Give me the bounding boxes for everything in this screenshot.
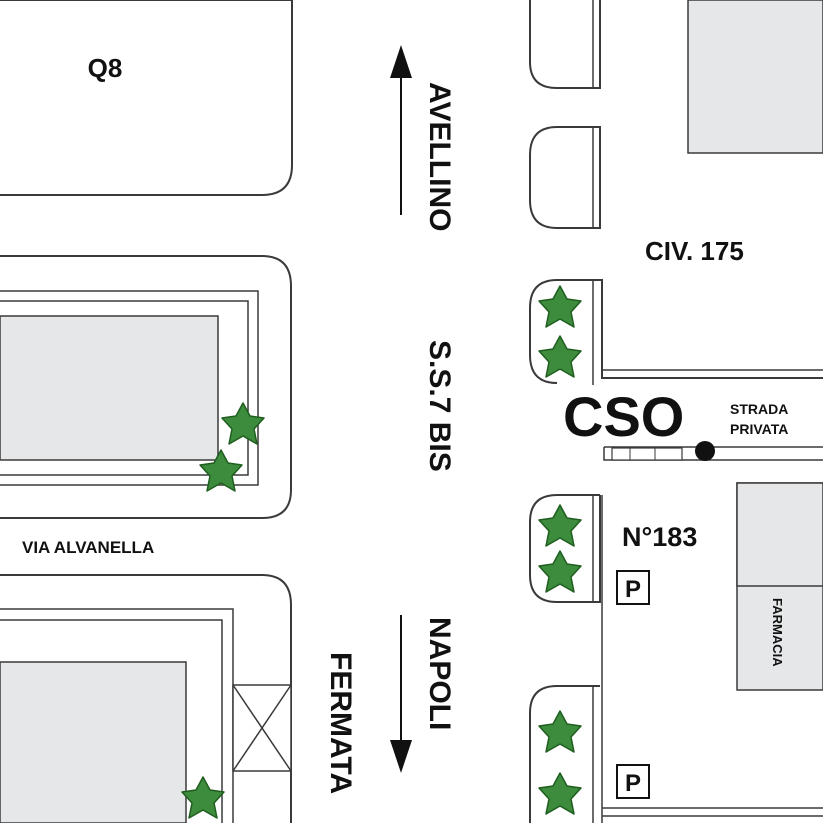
tree-icon bbox=[538, 772, 582, 815]
tree-icon bbox=[538, 285, 582, 328]
label-via-alvanella: VIA ALVANELLA bbox=[22, 538, 154, 557]
block-middle-left bbox=[0, 255, 292, 519]
label-cso: CSO bbox=[563, 385, 684, 448]
label-strada: STRADA bbox=[730, 401, 788, 417]
building-middle-left bbox=[0, 315, 219, 461]
curb-upper-right bbox=[529, 126, 601, 229]
tree-icon bbox=[538, 504, 582, 547]
parking-sign-2: P bbox=[616, 764, 650, 799]
parking-sign-1: P bbox=[616, 570, 650, 605]
label-privata: PRIVATA bbox=[730, 421, 788, 437]
building-top-right bbox=[687, 0, 823, 154]
q8-block bbox=[0, 0, 293, 196]
tree-icon bbox=[538, 550, 582, 593]
label-fermata: FERMATA bbox=[324, 652, 357, 794]
label-n183: N°183 bbox=[622, 522, 697, 552]
label-civ-175: CIV. 175 bbox=[645, 236, 744, 266]
block-n183 bbox=[529, 494, 601, 603]
arrow-up-icon bbox=[390, 45, 412, 215]
label-avellino: AVELLINO bbox=[423, 82, 456, 231]
curb-top-right bbox=[529, 0, 601, 89]
building-lower-left bbox=[0, 661, 187, 823]
label-ss7bis: S.S.7 BIS bbox=[423, 340, 456, 472]
location-dot-icon bbox=[695, 441, 715, 461]
block-civ-175 bbox=[529, 279, 823, 384]
block-lower-right bbox=[529, 685, 600, 823]
label-napoli: NAPOLI bbox=[423, 617, 456, 730]
tree-icon bbox=[538, 710, 582, 753]
svg-text:P: P bbox=[625, 576, 641, 603]
tree-icon bbox=[538, 335, 582, 378]
svg-text:P: P bbox=[625, 770, 641, 797]
label-farmacia: FARMACIA bbox=[770, 598, 785, 667]
bus-stop-icon bbox=[232, 684, 292, 772]
block-lower-left bbox=[0, 574, 292, 823]
arrow-down-icon bbox=[390, 615, 412, 773]
label-q8: Q8 bbox=[88, 53, 123, 83]
tree-icon bbox=[181, 776, 225, 819]
